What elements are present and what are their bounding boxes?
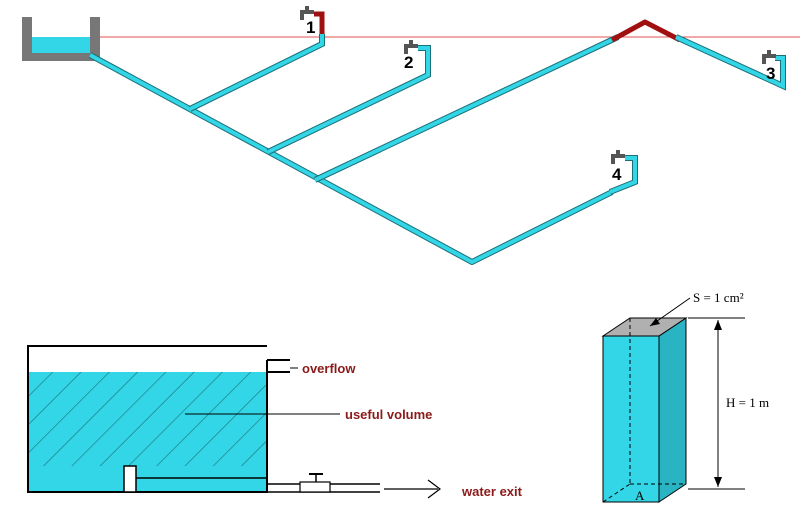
branch-pipe-3 [313,19,786,183]
useful-volume-label: useful volume [345,407,432,422]
tap-icon-2 [404,40,418,54]
tap-label-3: 3 [766,64,775,83]
tap-icon-4 [611,150,625,164]
tap-label-2: 2 [404,53,413,72]
pipe-network: 1 2 3 4 [22,6,800,265]
tank-wall [27,345,268,493]
useful-volume-area [29,372,266,466]
valve-icon [299,473,331,493]
tap-icon-3 [762,50,776,64]
branch-pipe-2 [266,45,431,155]
water-exit-label: water exit [461,484,523,499]
tap-icon-1 [300,6,314,20]
exit-arrow-icon [384,479,441,499]
storage-tank: overflow useful volume water exit [27,345,523,499]
tap-label-4: 4 [612,165,622,184]
area-label: S = 1 cm² [693,290,744,305]
branch-pipe-4 [608,155,638,195]
height-label: H = 1 m [726,395,769,410]
branch-pipe-1 [188,11,325,112]
base-point-label: A [635,488,645,503]
water-column-prism: S = 1 cm² H = 1 m A [601,290,800,503]
tap-label-1: 1 [306,18,315,37]
reservoir [22,17,100,61]
overflow-label: overflow [302,361,356,376]
